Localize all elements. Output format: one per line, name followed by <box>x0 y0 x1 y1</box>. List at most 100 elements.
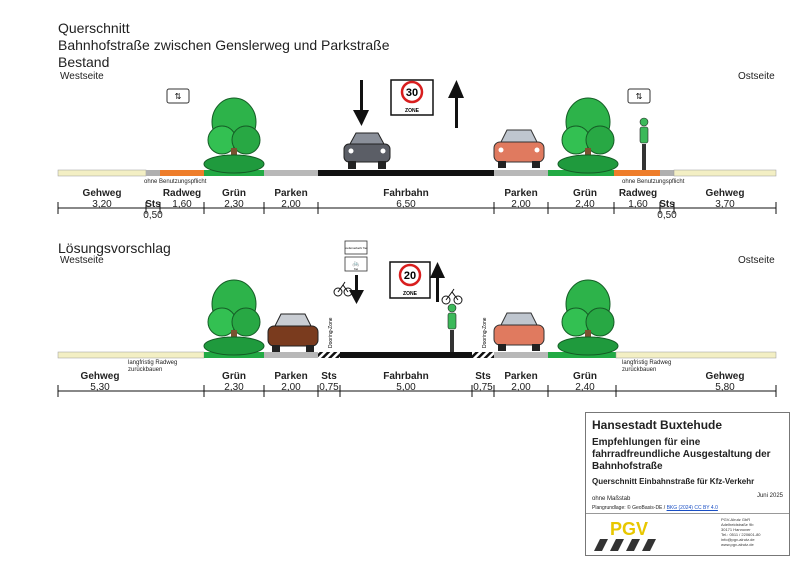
seg-width: 2,40 <box>575 382 595 393</box>
bicycle-icon-left <box>333 281 353 297</box>
east-label-proposal: Ostseite <box>738 255 775 266</box>
west-label-proposal: Westseite <box>60 255 104 266</box>
seg-label: Radweg <box>618 188 658 199</box>
seg-label: Gehweg <box>705 371 745 382</box>
curb-left <box>146 170 160 176</box>
arrow-down-icon <box>353 80 369 126</box>
note-left-existing: ohne Benutzungspflicht <box>144 179 207 185</box>
parking-right-prop <box>494 352 548 358</box>
seg-width: 3,20 <box>92 199 112 210</box>
car-grey-icon <box>343 132 391 169</box>
car-brown-icon <box>267 313 319 352</box>
svg-text:ZONE: ZONE <box>405 108 420 114</box>
svg-text:ZONE: ZONE <box>403 291 418 297</box>
sidewalk-right-prop <box>615 351 777 359</box>
zone-20-number: 20 <box>404 270 416 282</box>
page-title: Querschnitt <box>58 20 130 36</box>
sidewalk-left-prop <box>57 351 205 359</box>
address-block: PGV-Alrutz GbR Adelheidstraße 9b 30171 H… <box>721 517 761 547</box>
bike-lane-right <box>614 170 660 176</box>
parking-left-prop <box>264 352 318 358</box>
existing-section: 30 ZONE ⇅ ⇅ <box>57 79 777 214</box>
seg-width: 5,00 <box>396 382 416 393</box>
seg-label: Fahrbahn <box>383 371 429 382</box>
proposal-title: Lösungsvorschlag <box>58 240 171 256</box>
zone-20-sign-icon: 20 ZONE <box>389 261 431 299</box>
seg-width: 2,00 <box>281 199 301 210</box>
plan-scale: ohne Maßstab <box>592 496 631 502</box>
proposal-section: Lieferverkehr frei 🚲 frei 20 ZONE Doorin… <box>57 240 777 397</box>
seg-width: 0,50 <box>657 210 677 221</box>
seg-label: Sts <box>321 371 337 382</box>
seg-width: 2,40 <box>575 199 595 210</box>
roadway <box>318 170 494 176</box>
plan-date: Juni 2025 <box>756 493 783 499</box>
note-right-proposal: langfristig Radweg zurückbauen <box>622 360 672 373</box>
bike-lane-left <box>160 170 204 176</box>
seg-width: 2,00 <box>511 382 531 393</box>
svg-text:Lieferverkehr frei: Lieferverkehr frei <box>345 246 368 250</box>
car-red-icon-prop <box>493 312 545 351</box>
seg-width: 2,30 <box>224 199 244 210</box>
seg-label: Gehweg <box>705 188 745 199</box>
plan-subheading: Querschnitt Einbahnstraße für Kfz-Verkeh… <box>592 477 755 486</box>
sidewalk-right <box>673 169 777 177</box>
seg-label: Grün <box>222 371 246 382</box>
seg-width: 3,70 <box>715 199 735 210</box>
svg-text:🚲: 🚲 <box>352 261 360 267</box>
seg-label: Gehweg <box>80 371 120 382</box>
seg-label: Fahrbahn <box>383 188 429 199</box>
pgv-logo-icon: PGV <box>594 519 656 551</box>
seg-label: Grün <box>573 371 597 382</box>
arrow-up-icon-prop <box>430 262 445 302</box>
seg-width: 5,30 <box>90 382 110 393</box>
seg-label: Grün <box>573 188 597 199</box>
parking-left <box>264 170 318 176</box>
seg-width: 6,50 <box>396 199 416 210</box>
svg-text:PGV: PGV <box>610 519 648 539</box>
seg-width: 0,75 <box>319 382 339 393</box>
seg-width: 1,60 <box>628 199 648 210</box>
bicycle-icon-right <box>441 288 463 305</box>
note-left-proposal: langfristig Radweg zurückbauen <box>128 360 178 373</box>
car-red-icon <box>493 129 545 168</box>
roadway-prop <box>340 352 472 358</box>
cyclist-icon <box>639 117 649 170</box>
east-label-existing: Ostseite <box>738 71 775 82</box>
seg-label: Radweg <box>162 188 202 199</box>
safety-strip-right <box>472 352 494 358</box>
seg-width: 0,75 <box>473 382 493 393</box>
seg-width: 2,00 <box>281 382 301 393</box>
svg-text:frei: frei <box>354 267 359 271</box>
tree-left-prop <box>203 279 265 356</box>
parking-right <box>494 170 548 176</box>
zone-30-number: 30 <box>406 87 418 99</box>
zone-30-sign-icon: 30 ZONE <box>390 79 434 116</box>
dooring-zone-left: Dooring-Zone <box>328 317 334 348</box>
note-right-existing: ohne Benutzungspflicht <box>622 179 685 185</box>
two-way-bike-sign-icon-right: ⇅ <box>627 88 651 104</box>
arrow-down-icon-prop <box>349 275 364 304</box>
seg-width: 5,80 <box>715 382 735 393</box>
svg-text:⇅: ⇅ <box>175 92 182 101</box>
west-label-existing: Westseite <box>60 71 104 82</box>
seg-width: 2,30 <box>224 382 244 393</box>
cyclist-icon-prop <box>447 303 457 352</box>
seg-label: Gehweg <box>82 188 122 199</box>
seg-label: Sts <box>659 199 675 210</box>
arrow-up-icon <box>448 80 464 128</box>
seg-label: Parken <box>274 371 308 382</box>
state-label: Bestand <box>58 54 110 70</box>
dooring-zone-right: Dooring-Zone <box>482 317 488 348</box>
org-name: Hansestadt Buxtehude <box>592 418 723 432</box>
seg-label: Parken <box>504 188 538 199</box>
tree-left <box>203 97 265 174</box>
seg-width: 0,50 <box>143 210 163 221</box>
plan-heading: Empfehlungen für eine fahrradfreundliche… <box>592 437 771 472</box>
two-way-bike-sign-icon: ⇅ <box>166 88 190 104</box>
basis-link[interactable]: BKG (2024) CC BY 4.0 <box>666 505 718 511</box>
lieferverkehr-sign-icon: Lieferverkehr frei 🚲 frei <box>344 240 368 272</box>
divider <box>586 513 789 514</box>
seg-label: Grün <box>222 188 246 199</box>
